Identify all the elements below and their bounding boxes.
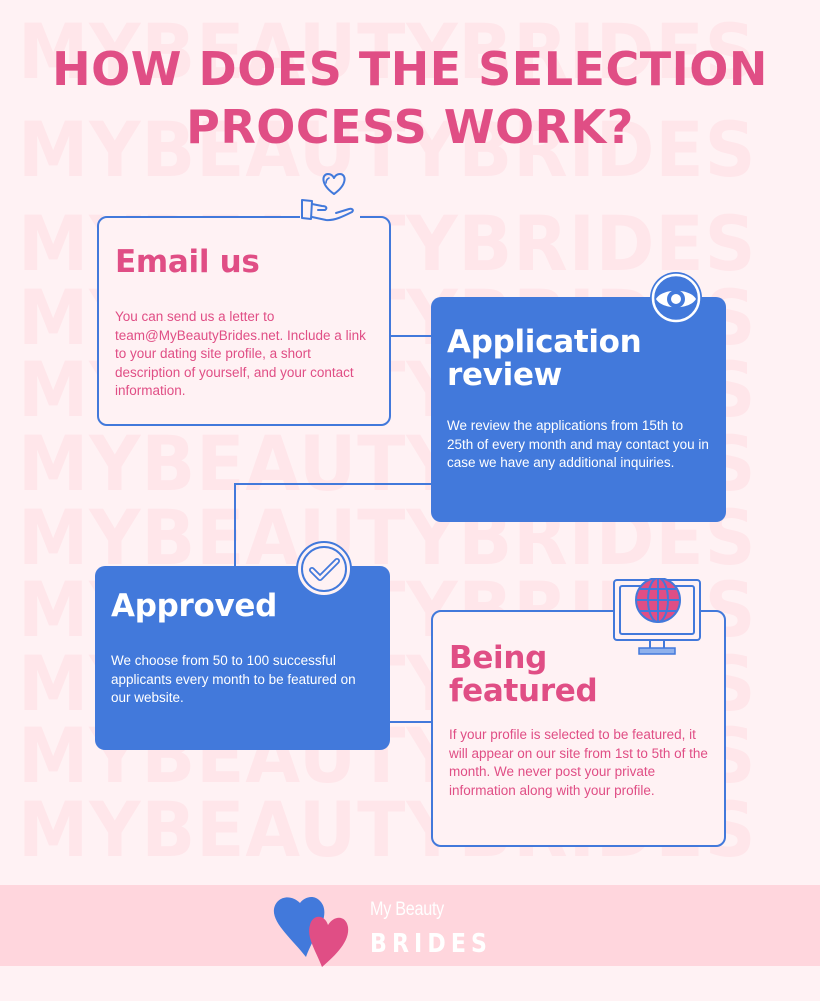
step-description: You can send us a letter to team@MyBeaut… [115,309,366,398]
logo-text-line-2: BRIDES [370,929,493,959]
two-hearts-icon [273,896,349,967]
step-description: We choose from 50 to 100 successful appl… [111,653,356,705]
step-title-line-1: Being [449,640,548,676]
step-title-line-2: review [447,357,563,393]
step-title: Email us [115,244,260,280]
title-line-1: HOW DOES THE SELECTION [52,42,768,96]
checkmark-circle-icon [296,541,352,597]
step-title: Approved [111,588,277,624]
monitor-globe-icon [613,578,701,655]
heart-in-hand-icon [300,173,360,222]
step-title: Application review [447,324,642,393]
step-title-line-1: Application [447,324,642,360]
title-line-2: PROCESS WORK? [186,100,634,154]
connector-line [234,483,432,485]
logo-text-line-1: My Beauty [370,899,445,920]
connector-line [389,721,432,723]
step-card-approved: Approved We choose from 50 to 100 succes… [95,566,390,750]
step-title: Being featured [449,640,598,709]
page-title: HOW DOES THE SELECTION PROCESS WORK? [0,40,820,156]
step-card-email-us: Email us You can send us a letter to tea… [97,216,391,426]
eye-icon [650,272,702,324]
footer-band: My Beauty BRIDES [0,885,820,967]
step-title-line-2: featured [449,673,598,709]
connector-line [390,335,432,337]
step-description: We review the applications from 15th to … [447,418,709,470]
step-description: If your profile is selected to be featur… [449,727,708,798]
connector-line [234,483,236,567]
step-card-being-featured: Being featured If your profile is select… [431,610,726,847]
step-card-application-review: Application review We review the applica… [431,297,726,522]
